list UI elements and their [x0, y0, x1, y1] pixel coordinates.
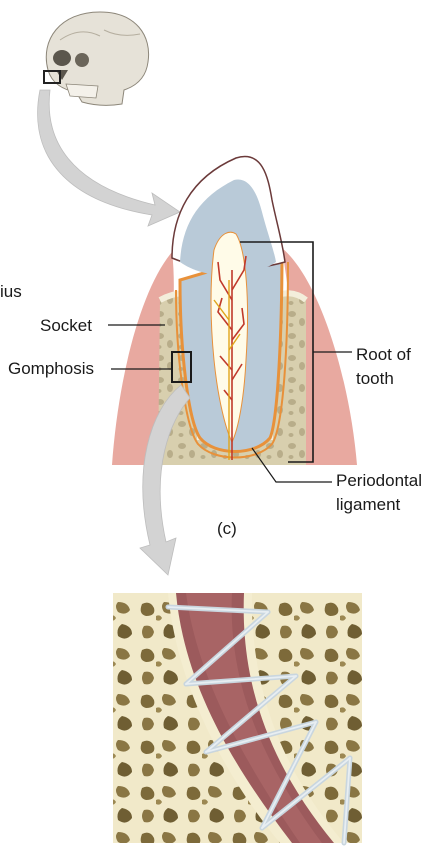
root-of-tooth-label-line1: Root of: [356, 345, 411, 364]
inset-magnified-gomphosis: [113, 593, 362, 846]
periodontal-ligament-label-line2: ligament: [336, 495, 401, 514]
periodontal-ligament-label-line1: Periodontal: [336, 471, 423, 490]
socket-label: Socket: [40, 316, 92, 335]
gomphosis-box: [171, 351, 192, 383]
radius-fragment-label: ius: [0, 282, 22, 301]
skull-icon: [43, 11, 150, 106]
periodontal-leader: [251, 447, 332, 483]
blood-vessels: [217, 255, 247, 460]
root-of-tooth-label-line2: tooth: [356, 369, 394, 388]
gum-left: [112, 252, 174, 465]
panel-label: (c): [217, 519, 237, 538]
callout-arrow-inset: [139, 384, 191, 576]
dentin: [180, 179, 276, 276]
callout-arrow-skull: [37, 89, 181, 227]
gomphosis-label: Gomphosis: [8, 359, 94, 378]
